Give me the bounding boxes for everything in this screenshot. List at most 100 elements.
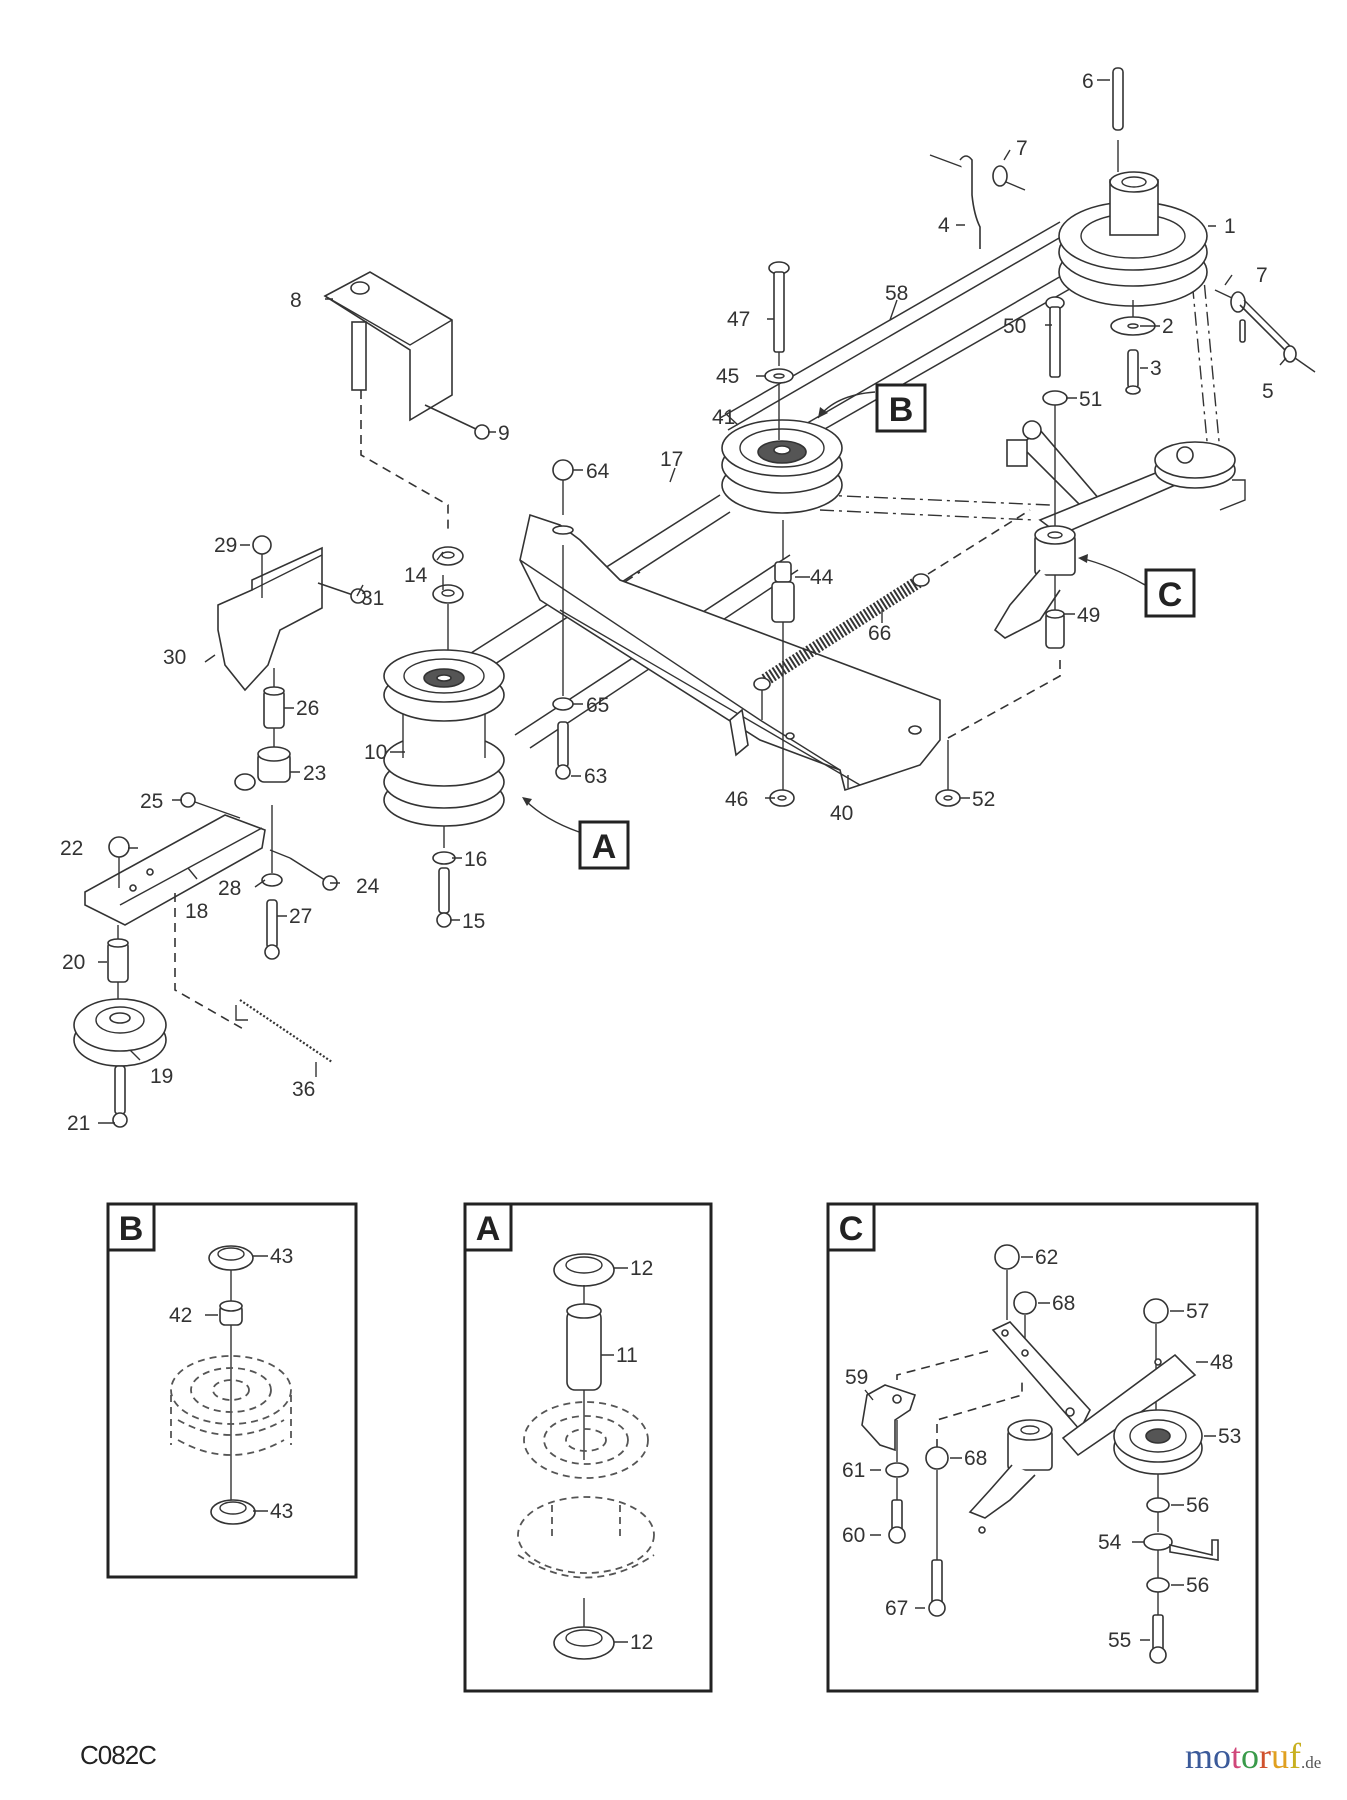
spacer-44 xyxy=(771,520,795,790)
diagram-code: C082C xyxy=(80,1740,157,1770)
pin-6 xyxy=(1112,67,1124,172)
logo-letter: u xyxy=(1271,1736,1290,1776)
logo-letter: f xyxy=(1289,1736,1302,1776)
hook-4 xyxy=(929,154,1026,249)
inset-a-label-12-top: 12 xyxy=(630,1257,653,1280)
part-label-21: 21 xyxy=(67,1112,90,1135)
inset-c-label-59: 59 xyxy=(845,1366,868,1389)
inset-c-label-57: 57 xyxy=(1186,1300,1209,1323)
pulley-41 xyxy=(721,419,843,514)
callout-box-c[interactable]: C xyxy=(1144,568,1196,618)
inset-c-label-61: 61 xyxy=(842,1459,865,1482)
part-label-16: 16 xyxy=(464,848,487,871)
logo-letter: t xyxy=(1231,1736,1242,1776)
inset-c-label-62: 62 xyxy=(1035,1246,1058,1269)
logo-letter: m xyxy=(1185,1736,1214,1776)
part-label-51: 51 xyxy=(1079,388,1102,411)
part-label-7-left: 7 xyxy=(1016,137,1028,160)
inset-c-label-54: 54 xyxy=(1098,1531,1122,1554)
logo-suffix: .de xyxy=(1301,1753,1322,1772)
part-label-19: 19 xyxy=(150,1065,173,1088)
watermark-logo: motoruf.de xyxy=(1185,1738,1321,1774)
callout-label-b: B xyxy=(889,391,914,429)
bearing-43-top xyxy=(208,1245,254,1271)
bolt-3 xyxy=(1125,349,1141,395)
logo-letter: r xyxy=(1259,1736,1272,1776)
bolt-21 xyxy=(112,1065,128,1128)
bolt-55 xyxy=(1149,1614,1167,1664)
washer-56-lower xyxy=(1146,1577,1170,1615)
nut-68-top xyxy=(1013,1291,1037,1345)
nut-62 xyxy=(994,1244,1020,1320)
bracket-30 xyxy=(217,546,323,692)
idler-pulley-53 xyxy=(1113,1409,1203,1500)
inset-c-label-56-upper: 56 xyxy=(1186,1494,1209,1517)
part-label-64: 64 xyxy=(586,460,610,483)
washer-45 xyxy=(764,368,794,440)
nut-52 xyxy=(935,660,1061,807)
inset-a-title: A xyxy=(476,1210,501,1248)
bolt-15 xyxy=(436,867,452,928)
part-label-23: 23 xyxy=(303,762,326,785)
inset-c-label-56-lower: 56 xyxy=(1186,1574,1209,1597)
bracket-59 xyxy=(861,1349,993,1452)
pulley-19 xyxy=(73,998,167,1067)
part-label-6: 6 xyxy=(1082,70,1094,93)
spacer-49 xyxy=(1045,575,1065,649)
part-label-5: 5 xyxy=(1262,380,1274,403)
callout-box-a[interactable]: A xyxy=(578,820,630,870)
part-label-50: 50 xyxy=(1003,315,1026,338)
pulley-10-ghost xyxy=(517,1401,655,1579)
part-label-1: 1 xyxy=(1224,215,1236,238)
inset-a: A 12 11 12 xyxy=(463,1202,713,1693)
logo-letter: o xyxy=(1241,1736,1260,1776)
inset-b: B 43 42 43 xyxy=(106,1202,358,1579)
inset-c-label-48: 48 xyxy=(1210,1351,1233,1374)
part-label-52: 52 xyxy=(972,788,995,811)
part-label-26: 26 xyxy=(296,697,319,720)
callout-arrow-b xyxy=(817,391,876,419)
part-label-45: 45 xyxy=(716,365,739,388)
washer-65 xyxy=(552,697,574,711)
screw-9 xyxy=(424,404,490,440)
part-label-28: 28 xyxy=(218,877,241,900)
nut-64 xyxy=(552,459,574,696)
washer-28 xyxy=(261,805,283,887)
bolt-47 xyxy=(768,261,790,366)
bearing-43-bottom xyxy=(210,1499,256,1525)
part-label-15: 15 xyxy=(462,910,485,933)
arm-18 xyxy=(84,814,266,1031)
part-label-31: 31 xyxy=(361,587,384,610)
nut-29 xyxy=(252,535,272,598)
part-label-7-right: 7 xyxy=(1256,264,1268,287)
inset-c-label-67: 67 xyxy=(885,1597,908,1620)
part-label-17: 17 xyxy=(660,448,683,471)
washer-14-lower xyxy=(432,584,464,660)
bolt-50 xyxy=(1045,296,1065,378)
bolt-67 xyxy=(928,1559,946,1617)
part-label-46: 46 xyxy=(725,788,748,811)
spacer-20 xyxy=(107,925,129,1005)
part-label-49: 49 xyxy=(1077,604,1100,627)
part-label-63: 63 xyxy=(584,765,607,788)
frame-40 xyxy=(519,513,941,792)
bearing-12-top xyxy=(553,1253,615,1287)
inset-c-title: C xyxy=(839,1210,864,1248)
washer-61 xyxy=(885,1420,909,1478)
plate-48 xyxy=(991,1321,1197,1457)
washer-14-upper xyxy=(432,546,464,566)
part-label-30: 30 xyxy=(163,646,186,669)
washer-16 xyxy=(432,851,456,865)
part-label-66: 66 xyxy=(868,622,891,645)
part-label-36: 36 xyxy=(292,1078,315,1101)
bolt-63 xyxy=(555,721,571,780)
part-label-22: 22 xyxy=(60,837,83,860)
callout-arrow-c xyxy=(1078,554,1146,586)
part-label-2: 2 xyxy=(1162,315,1174,338)
callout-box-b[interactable]: B xyxy=(875,383,927,433)
inset-a-label-11: 11 xyxy=(616,1344,638,1367)
inset-b-title: B xyxy=(119,1210,144,1248)
pulley-41-ghost xyxy=(170,1355,292,1456)
inset-c-label-55: 55 xyxy=(1108,1629,1131,1652)
inset-b-label-42: 42 xyxy=(169,1304,192,1327)
